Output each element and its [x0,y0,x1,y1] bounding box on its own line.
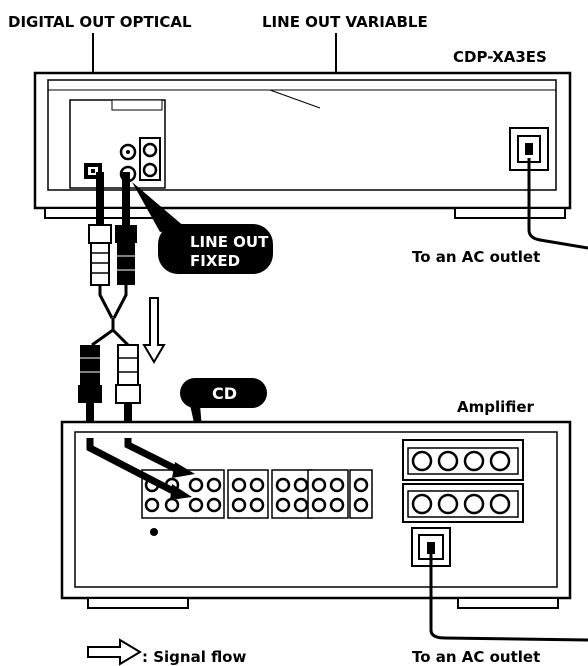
label-line-out-variable: LINE OUT VARIABLE [262,13,428,31]
rca-cable-upper [88,172,137,347]
label-signal-flow: : Signal flow [142,648,246,666]
label-to-ac-outlet-top: To an AC outlet [412,248,540,266]
label-player-model: CDP-XA3ES [453,48,547,66]
line-out-variable-jacks [139,137,161,181]
player-ac-cord [527,158,588,250]
label-cd: CD [212,384,237,403]
signal-flow-legend: : Signal flow [87,638,246,666]
label-to-ac-outlet-bottom: To an AC outlet [412,648,540,666]
line-out-fixed-pill: LINE OUT FIXED [132,182,273,274]
label-line-out-fixed-1: LINE OUT [190,233,269,251]
amp-cable-paths [86,438,195,500]
amp-ac-cord [429,552,588,642]
label-digital-out-optical: DIGITAL OUT OPTICAL [8,13,192,31]
signal-flow-legend-icon [87,638,142,666]
signal-flow-arrow-icon [142,297,166,364]
label-line-out-fixed-2: FIXED [190,252,240,270]
rca-cable-lower [78,344,141,438]
amp-input-jacks [141,469,373,536]
amp-speaker-terminals [402,439,524,523]
label-amplifier: Amplifier [457,398,535,416]
